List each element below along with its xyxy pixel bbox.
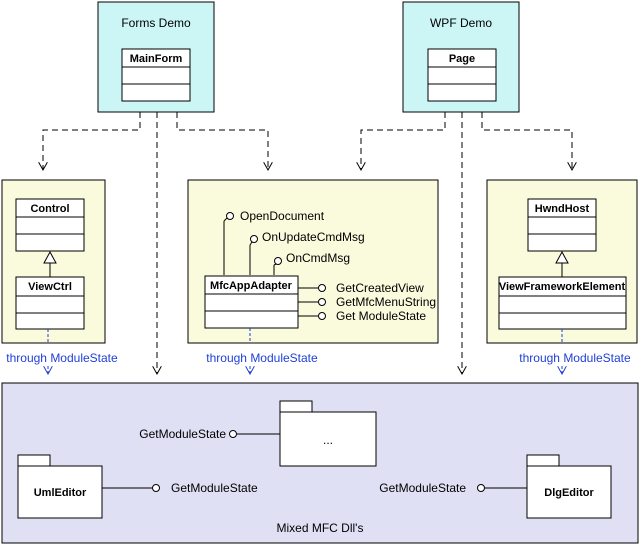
page-class-name: Page [449,53,475,65]
arrow-mainform-to-center [176,112,268,170]
package-dlgeditor: DlgEditor [526,454,612,519]
center-top-interfaces [223,212,282,275]
interface-getmfcmenustring-label: GetMfcMenuString [336,295,436,309]
mainform-class: MainForm [121,48,191,102]
viewctrl-class-name: ViewCtrl [28,281,72,293]
right-inheritance [555,250,569,277]
mfcappadapter-class-name: MfcAppAdapter [210,280,293,292]
package-umleditor: UmlEditor [17,454,103,519]
viewframeworkelement-class: ViewFrameworkElement [498,276,627,330]
package-dlgeditor-interface: GetModuleState [379,481,466,495]
mfcappadapter-class: MfcAppAdapter [204,275,299,329]
interface-getcreatedview-label: GetCreatedView [336,281,424,295]
center-caption: through ModuleState [206,351,318,365]
control-class-name: Control [30,203,69,215]
hwndhost-class-name: HwndHost [535,203,590,215]
center-box: OpenDocument OnUpdateCmdMsg OnCmdMsg Mfc… [187,179,439,344]
interface-getmodulestate-label: Get ModuleState [336,309,426,323]
interface-oncmdmsg-label: OnCmdMsg [286,251,350,265]
forms-demo-title: Forms Demo [121,16,191,30]
right-caption: through ModuleState [519,351,631,365]
left-inheritance [43,250,57,277]
package-dlgeditor-name: DlgEditor [544,487,594,499]
interface-onupdatecmdmsg-label: OnUpdateCmdMsg [262,230,365,244]
arrow-mainform-to-left [43,112,141,170]
control-class: Control [15,198,85,252]
package-umleditor-name: UmlEditor [34,487,87,499]
dependency-arrows [43,112,572,374]
interface-opendocument-circle [226,212,234,220]
interface-oncmdmsg-circle [274,257,282,265]
package-ellipsis-name: ... [323,433,333,447]
interface-onupdatecmdmsg-circle [250,235,258,243]
center-right-interfaces [298,284,326,320]
package-ellipsis: ... [279,400,377,467]
mixed-title: Mixed MFC Dll's [277,521,364,535]
hwndhost-class: HwndHost [527,198,597,252]
mixed-mfc-dlls-node: Mixed MFC Dll's ... GetModuleState UmlEd… [1,382,639,544]
package-umleditor-interface: GetModuleState [171,481,258,495]
right-box: HwndHost ViewFrameworkElement [486,179,638,344]
left-caption: through ModuleState [6,351,118,365]
arrow-page-to-right [481,112,572,170]
interface-opendocument-label: OpenDocument [240,209,325,223]
mainform-class-name: MainForm [130,53,183,65]
forms-demo-node: Forms Demo MainForm [97,1,215,113]
page-class: Page [427,48,497,102]
wpf-demo-node: WPF Demo Page [402,1,520,113]
left-box: Control ViewCtrl [1,179,106,344]
viewctrl-class: ViewCtrl [15,276,85,330]
arrow-page-to-center [361,112,446,170]
package-ellipsis-interface: GetModuleState [139,427,226,441]
wpf-demo-title: WPF Demo [430,16,492,30]
viewframeworkelement-class-name: ViewFrameworkElement [499,281,626,293]
